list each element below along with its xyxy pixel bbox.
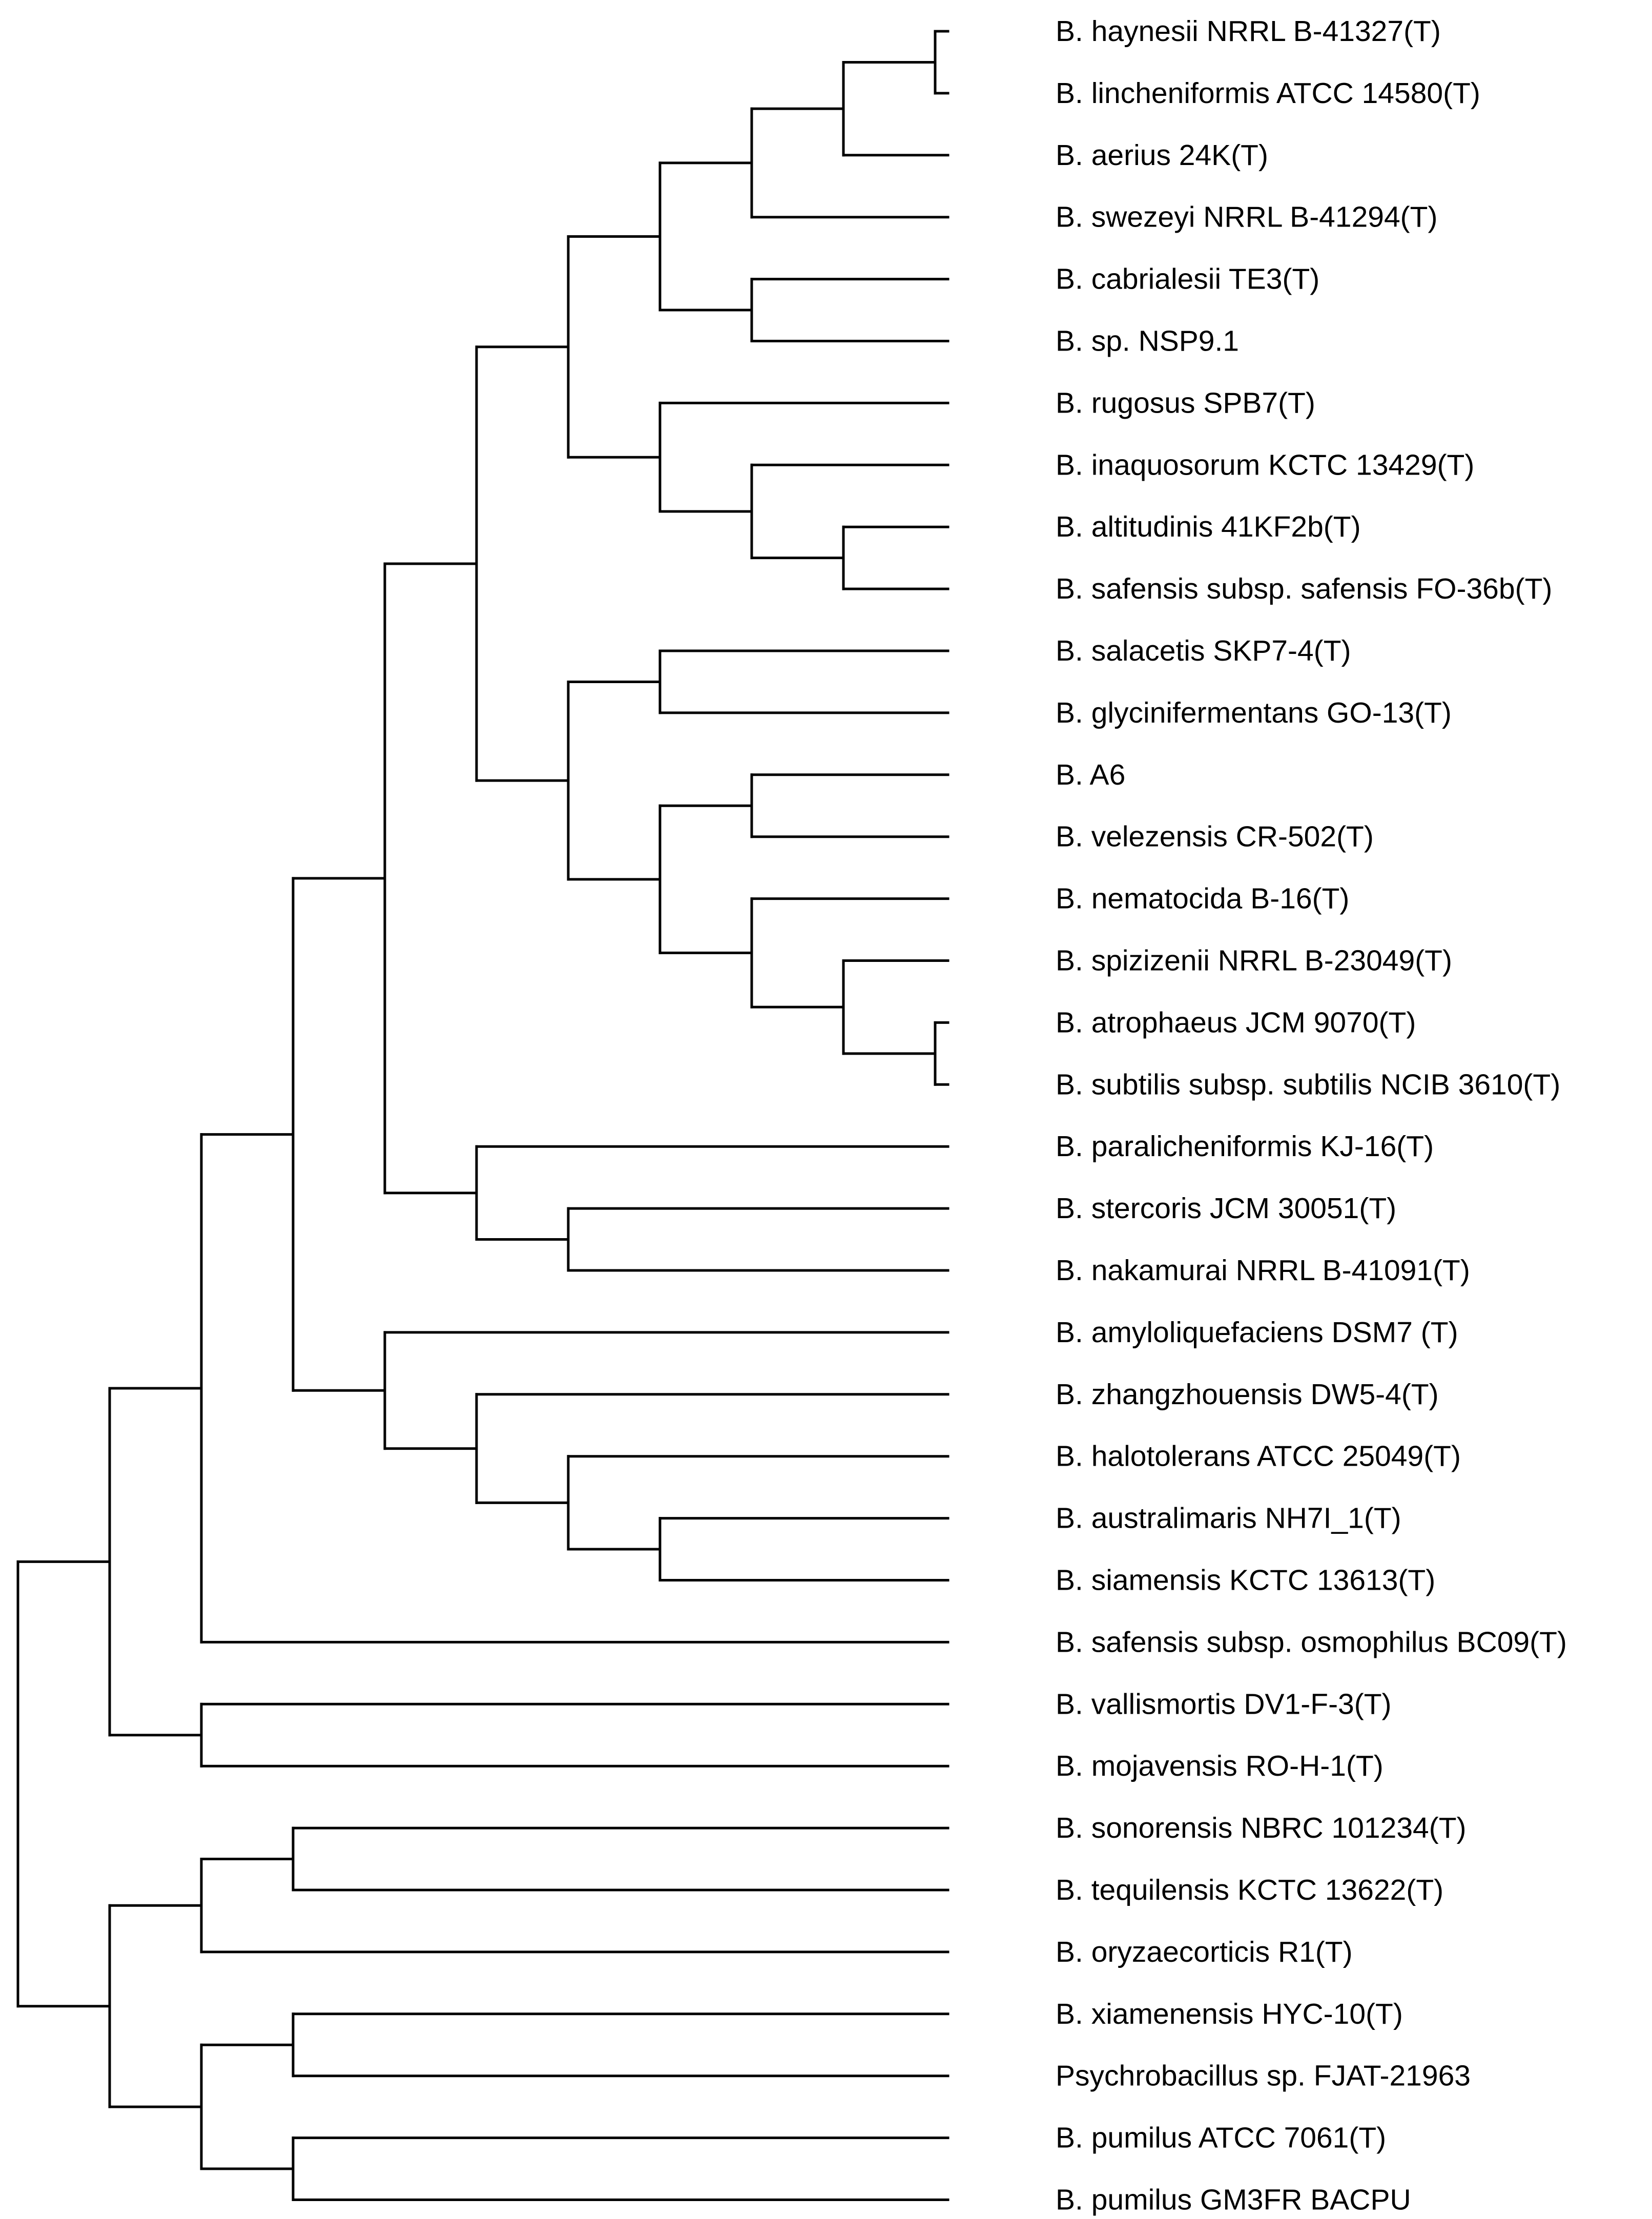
leaf-label: B. atrophaeus JCM 9070(T) bbox=[1056, 1006, 1416, 1039]
leaf-label: B. haynesii NRRL B-41327(T) bbox=[1056, 15, 1441, 48]
leaf-label: B. nematocida B-16(T) bbox=[1056, 882, 1349, 915]
leaf-label: B. xiamenensis HYC-10(T) bbox=[1056, 1998, 1403, 2030]
leaf-label: B. stercoris JCM 30051(T) bbox=[1056, 1192, 1396, 1225]
leaf-label: B. halotolerans ATCC 25049(T) bbox=[1056, 1440, 1461, 1473]
leaf-label: B. rugosus SPB7(T) bbox=[1056, 386, 1315, 419]
leaf-label: B. glycinifermentans GO-13(T) bbox=[1056, 696, 1452, 729]
leaf-label: B. cabrialesii TE3(T) bbox=[1056, 263, 1319, 296]
leaf-label: B. A6 bbox=[1056, 758, 1125, 791]
leaf-label: B. mojavensis RO-H-1(T) bbox=[1056, 1750, 1383, 1782]
leaf-label: B. salacetis SKP7-4(T) bbox=[1056, 634, 1351, 667]
tree-leaf-labels: B. haynesii NRRL B-41327(T) B. linchenifo… bbox=[1056, 15, 1567, 2216]
leaf-label: B. inaquosorum KCTC 13429(T) bbox=[1056, 448, 1474, 481]
leaf-label: B. oryzaecorticis R1(T) bbox=[1056, 1936, 1353, 1968]
leaf-label: B. amyloliquefaciens DSM7 (T) bbox=[1056, 1316, 1458, 1349]
leaf-label: B. aerius 24K(T) bbox=[1056, 139, 1268, 172]
leaf-label: B. nakamurai NRRL B-41091(T) bbox=[1056, 1254, 1470, 1287]
tree-branches bbox=[16, 30, 949, 2201]
leaf-label: B. paralicheniformis KJ-16(T) bbox=[1056, 1130, 1434, 1163]
leaf-label: B. sp. NSP9.1 bbox=[1056, 325, 1239, 358]
leaf-label: B. siamensis KCTC 13613(T) bbox=[1056, 1564, 1435, 1597]
leaf-label: B. altitudinis 41KF2b(T) bbox=[1056, 510, 1361, 543]
leaf-label: Psychrobacillus sp. FJAT-21963 bbox=[1056, 2060, 1471, 2092]
leaf-label: B. tequilensis KCTC 13622(T) bbox=[1056, 1874, 1443, 1906]
leaf-label: B. pumilus GM3FR BACPU bbox=[1056, 2184, 1411, 2216]
leaf-label: B. lincheniformis ATCC 14580(T) bbox=[1056, 77, 1480, 110]
leaf-label: B. subtilis subsp. subtilis NCIB 3610(T) bbox=[1056, 1068, 1560, 1101]
leaf-label: B. swezeyi NRRL B-41294(T) bbox=[1056, 201, 1437, 234]
leaf-label: B. sonorensis NBRC 101234(T) bbox=[1056, 1812, 1467, 1844]
leaf-label: B. safensis subsp. osmophilus BC09(T) bbox=[1056, 1626, 1567, 1658]
leaf-label: B. zhangzhouensis DW5-4(T) bbox=[1056, 1378, 1439, 1411]
leaf-label: B. spizizenii NRRL B-23049(T) bbox=[1056, 944, 1452, 977]
leaf-label: B. safensis subsp. safensis FO-36b(T) bbox=[1056, 572, 1552, 605]
leaf-label: B. vallismortis DV1-F-3(T) bbox=[1056, 1688, 1392, 1720]
leaf-label: B. pumilus ATCC 7061(T) bbox=[1056, 2122, 1386, 2154]
leaf-label: B. australimaris NH7I_1(T) bbox=[1056, 1502, 1401, 1535]
leaf-label: B. velezensis CR-502(T) bbox=[1056, 820, 1374, 853]
